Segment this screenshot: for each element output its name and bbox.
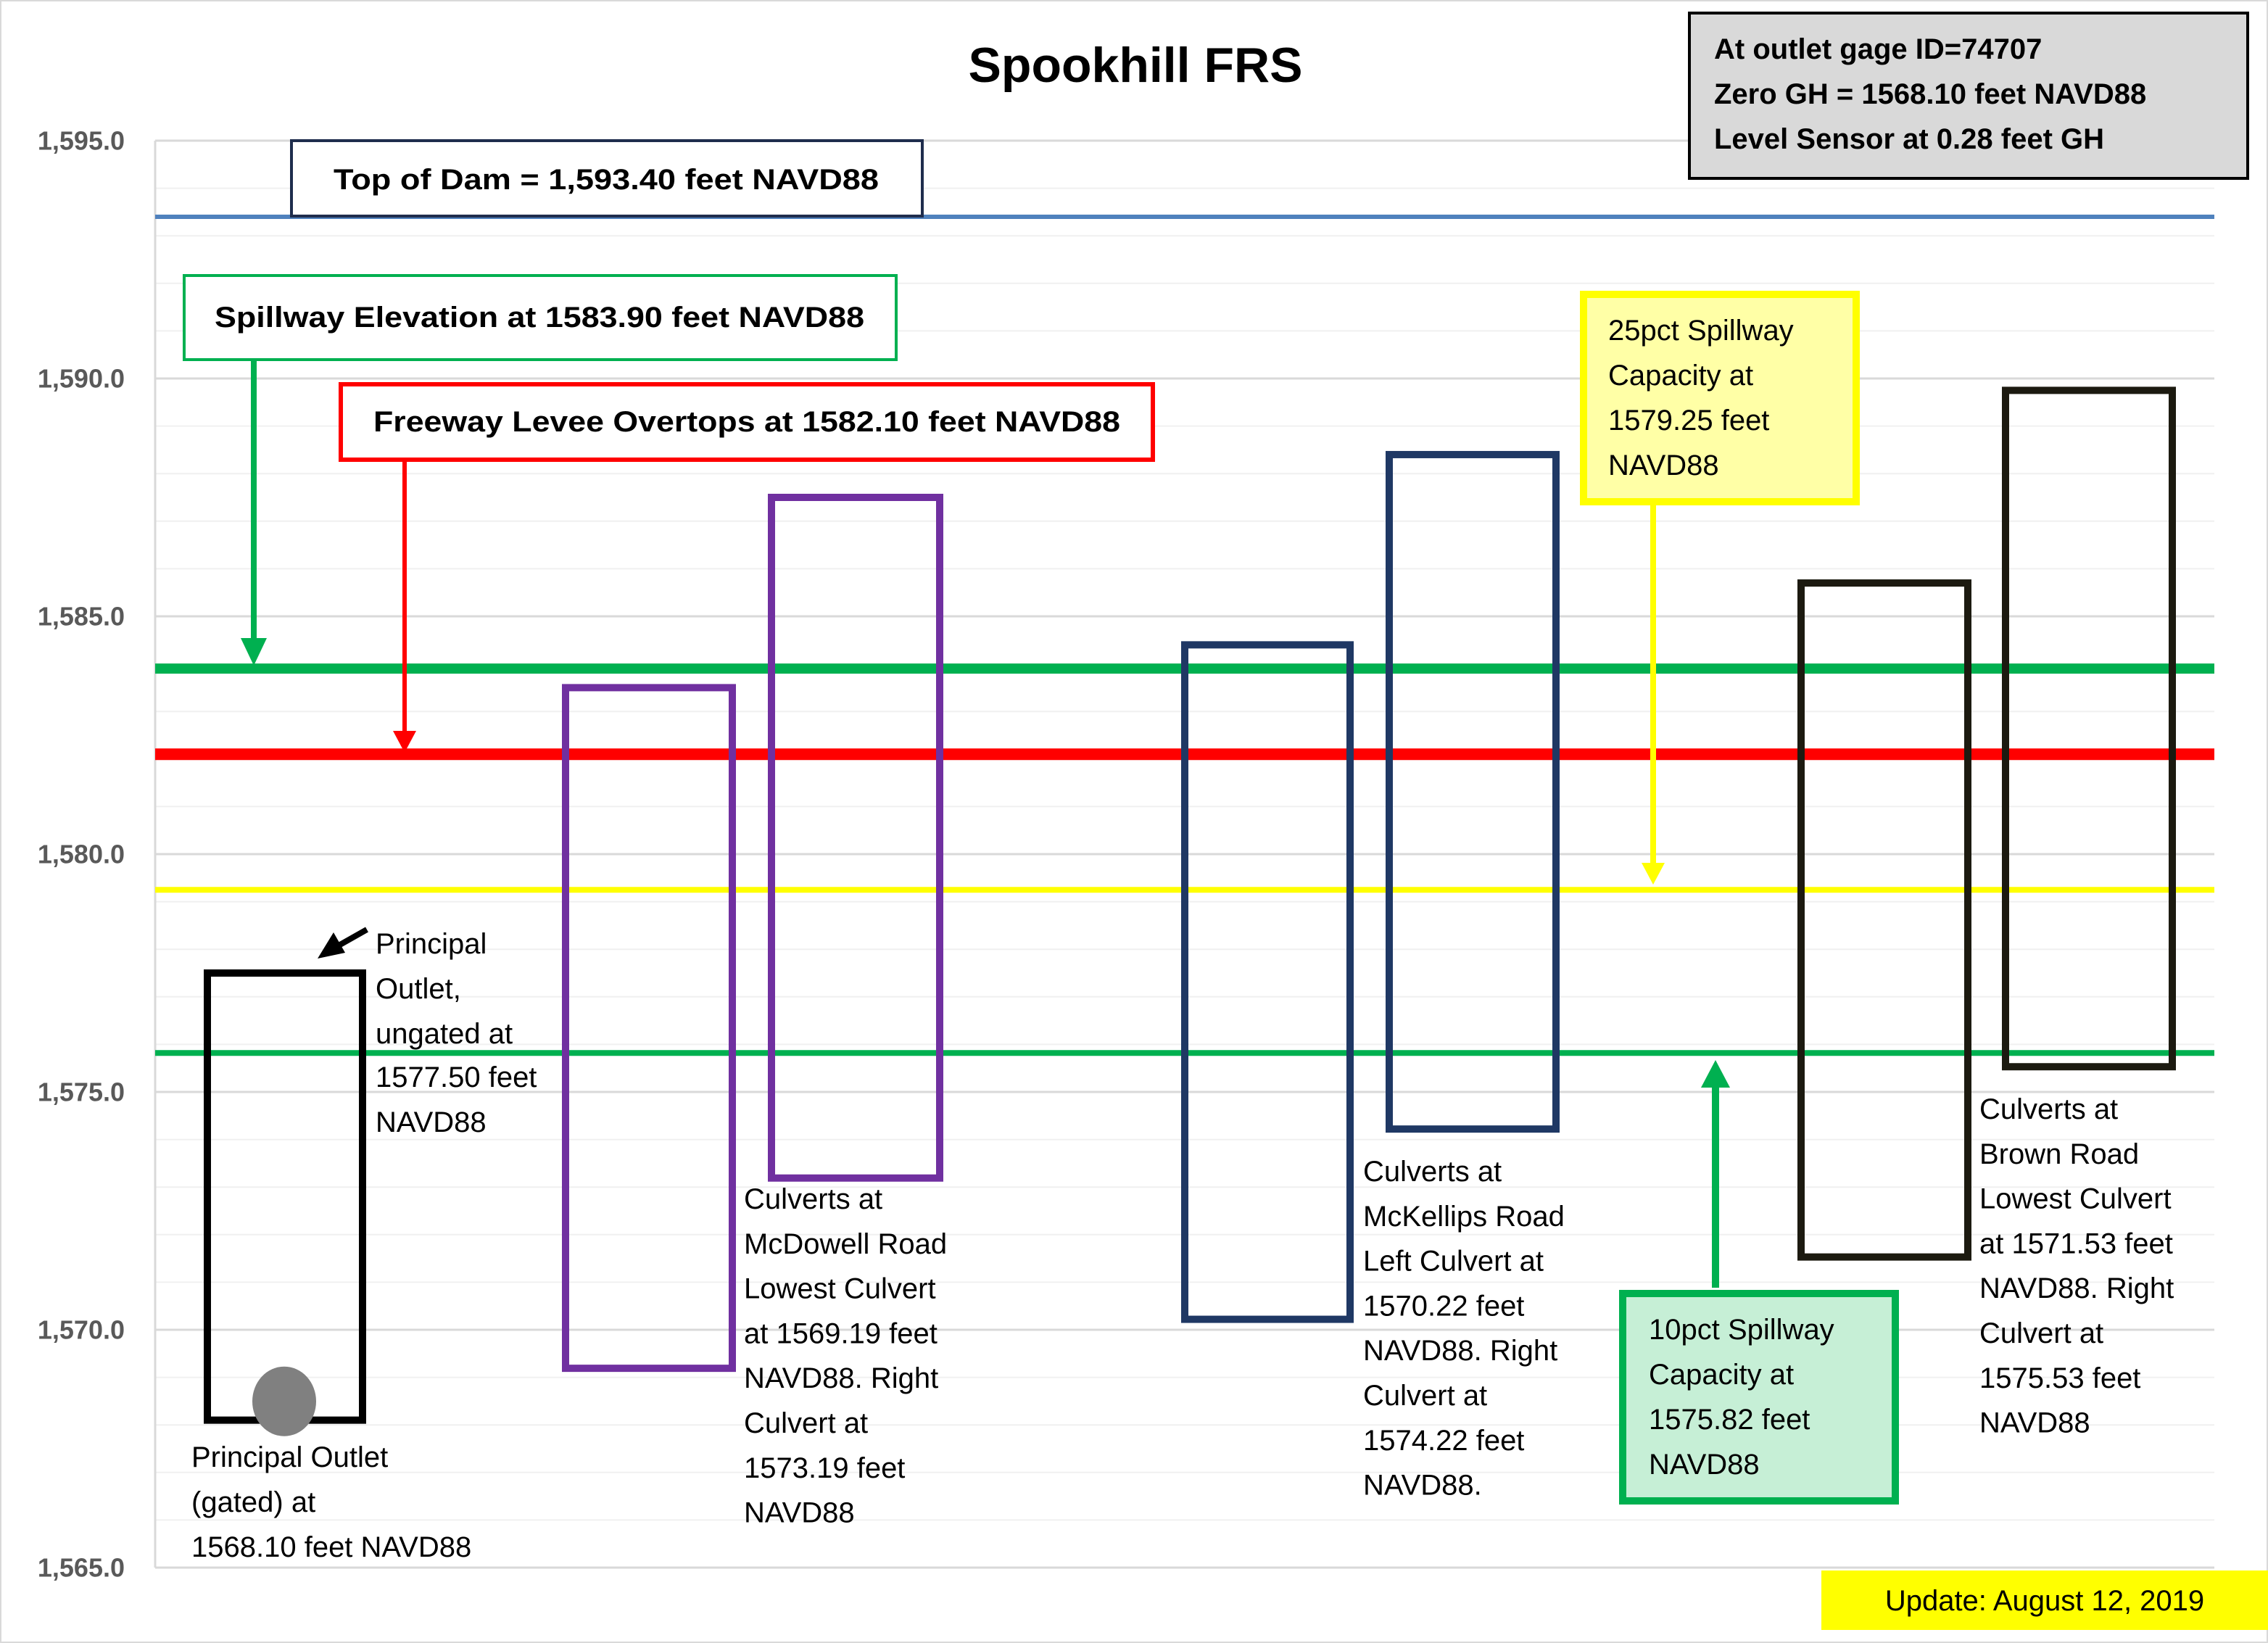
label-line: NAVD88 [744,1497,855,1529]
label-line: Culvert at [744,1407,868,1439]
label-line: (gated) at [191,1486,315,1518]
spillway-label: Spillway Elevation at 1583.90 feet NAVD8… [215,302,864,334]
mckellips-right-culvert-bar [1386,450,1560,1133]
freeway-label-box [339,382,1155,462]
pct10-label-line: Capacity at [1649,1359,1794,1391]
spillway-arrowhead-icon [241,638,267,666]
y-tick-label: 1,595.0 [38,126,125,156]
pct25-arrowhead-icon [1642,863,1665,885]
y-tick-label: 1,580.0 [38,840,125,869]
label-line: Principal [376,928,487,960]
label-line: 1573.19 feet [744,1452,905,1484]
pct25-label-line: NAVD88 [1608,450,1719,481]
y-axis-ticks: 1,595.0 1,590.0 1,585.0 1,580.0 1,575.0 1,570… [38,126,125,1583]
gage-info-line: Level Sensor at 0.28 feet GH [1714,123,2104,155]
y-tick-label: 1,590.0 [38,364,125,394]
brown-right-culvert-bar [2002,386,2176,1071]
label-line: at 1571.53 feet [1979,1228,2173,1259]
pct10-label-box [1619,1290,1899,1505]
label-line: 1577.50 feet [376,1061,537,1093]
top-of-dam-label-box [290,139,924,218]
label-line: 1575.53 feet [1979,1362,2140,1394]
principal-outlet-arrowhead-icon [318,932,345,959]
freeway-label: Freeway Levee Overtops at 1582.10 feet N… [373,406,1120,438]
label-line: 1568.10 feet NAVD88 [191,1531,471,1563]
label-line: Culvert at [1363,1380,1487,1412]
label-line: 1574.22 feet [1363,1425,1524,1457]
mckellips-left-culvert-bar [1181,641,1354,1323]
label-line: Left Culvert at [1363,1246,1544,1278]
label-line: McKellips Road [1363,1201,1565,1233]
label-line: NAVD88 [376,1106,487,1138]
principal-ungated-label: Principal Outlet, ungated at 1577.50 fee… [376,928,537,1138]
freeway-arrowhead-icon [393,731,416,753]
gage-info-line: Zero GH = 1568.10 feet NAVD88 [1714,78,2146,110]
label-line: Principal Outlet [191,1441,388,1473]
label-line: NAVD88. [1363,1470,1482,1502]
pct10-label-line: 1575.82 feet [1649,1404,1810,1436]
label-line: Culverts at [744,1183,882,1215]
label-line: 1570.22 feet [1363,1290,1524,1322]
y-tick-label: 1,575.0 [38,1077,125,1107]
label-line: Lowest Culvert [744,1273,936,1305]
pct10-label-line: 10pct Spillway [1649,1314,1834,1346]
label-line: NAVD88 [1979,1407,2090,1439]
gage-info-box [1688,12,2249,180]
label-line: Brown Road [1979,1138,2139,1170]
y-tick-label: 1,585.0 [38,602,125,632]
structure-bars [204,386,2176,1436]
mcdowell-right-culvert-bar [768,494,943,1182]
chart-title: Spookhill FRS [969,38,1303,93]
label-line: Culvert at [1979,1317,2103,1349]
label-line: Culverts at [1363,1156,1502,1188]
y-tick-label: 1,570.0 [38,1315,125,1345]
pct25-label-box [1580,291,1860,505]
update-box [1821,1570,2268,1630]
label-line: ungated at [376,1018,513,1050]
label-line: Lowest Culvert [1979,1183,2172,1215]
label-line: McDowell Road [744,1228,947,1260]
pct25-label-line: 1579.25 feet [1608,405,1769,436]
label-line: Outlet, [376,973,461,1005]
spillway-label-box [183,274,898,361]
y-tick-label: 1,565.0 [38,1553,125,1583]
top-of-dam-label: Top of Dam = 1,593.40 feet NAVD88 [334,164,879,196]
pct25-label-line: Capacity at [1608,360,1753,392]
gage-info-line: At outlet gage ID=74707 [1714,33,2042,65]
label-line: NAVD88. Right [1363,1335,1557,1367]
label-line: Culverts at [1979,1093,2118,1125]
pct25-label-line: 25pct Spillway [1608,315,1794,347]
pct10-arrowhead-icon [1701,1060,1730,1088]
principal-gated-label: Principal Outlet (gated) at 1568.10 feet… [191,1441,471,1563]
label-line: at 1569.19 feet [744,1317,938,1349]
update-label: Update: August 12, 2019 [1885,1585,2204,1617]
label-line: NAVD88. Right [744,1362,938,1394]
brown-lowest-culvert-bar [1797,579,1971,1261]
pct10-label-line: NAVD88 [1649,1449,1760,1481]
label-line: NAVD88. Right [1979,1272,2174,1304]
gated-outlet-marker [252,1366,316,1436]
mcdowell-left-culvert-bar [562,684,736,1373]
